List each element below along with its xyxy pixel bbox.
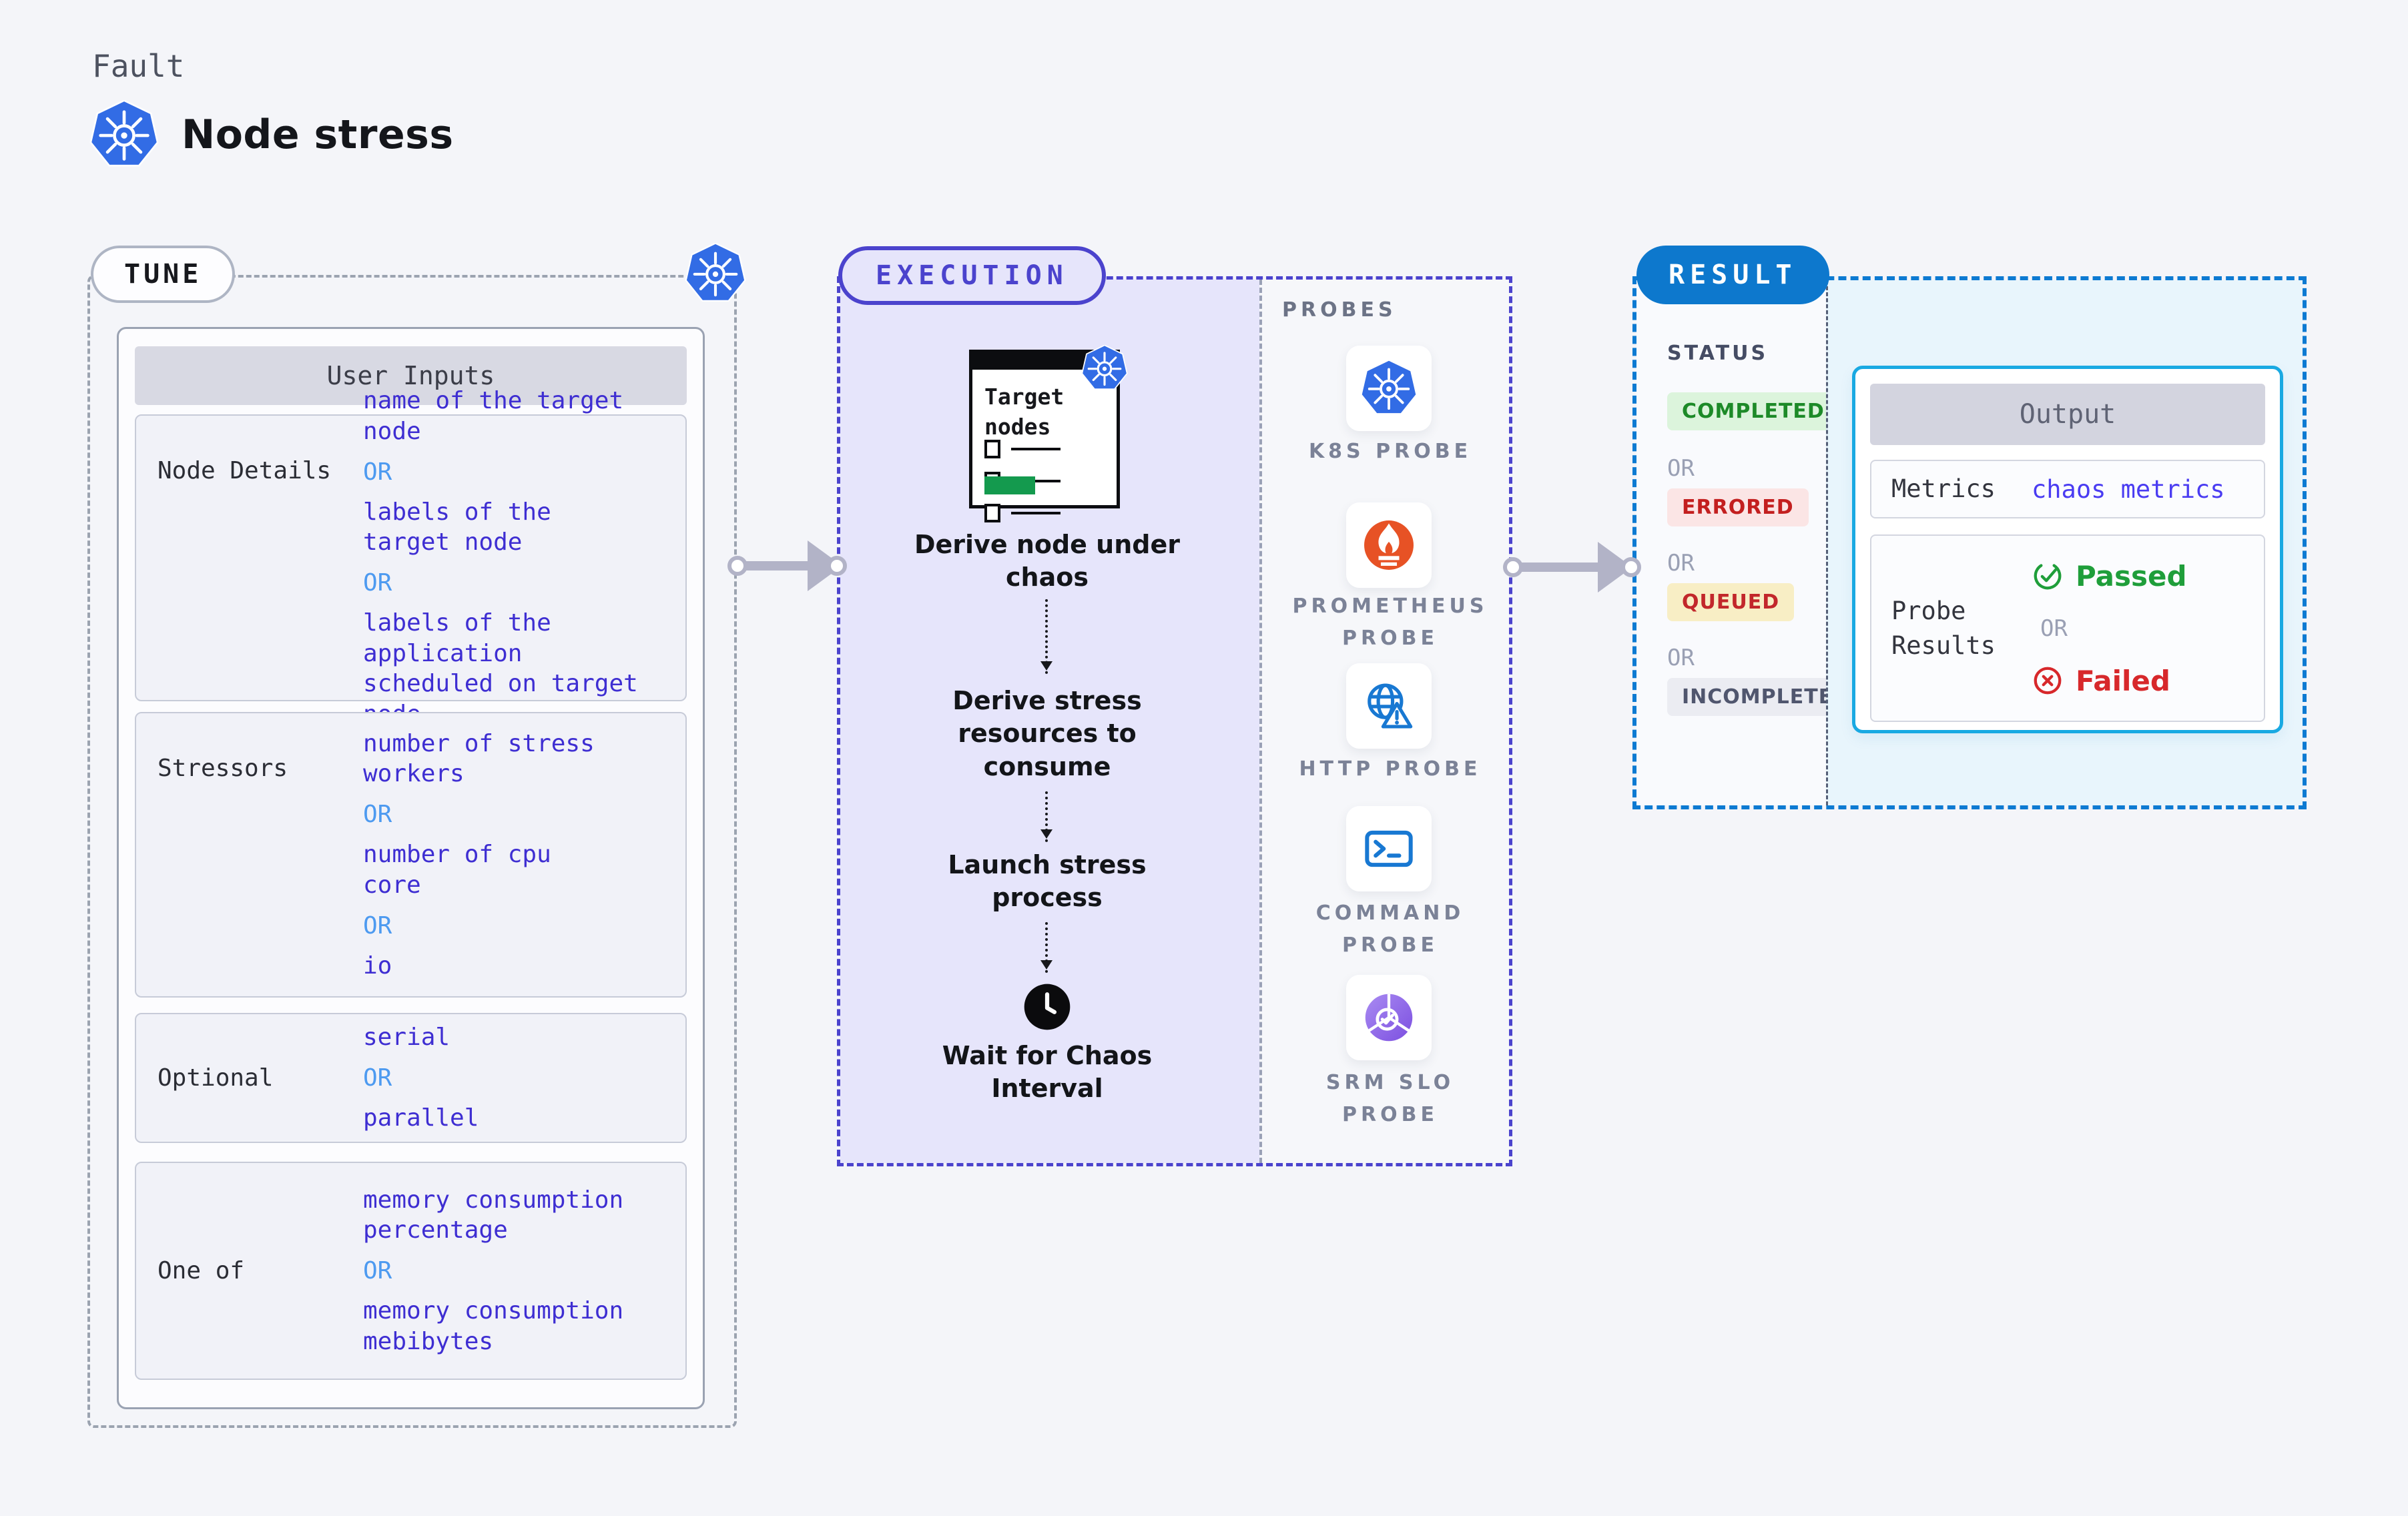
step-derive-node: Derive node under chaos (914, 530, 1181, 593)
metrics-value: chaos metrics (2032, 474, 2225, 504)
input-row-label: Node Details (158, 457, 332, 484)
flow-connector-arrow (1040, 791, 1052, 842)
output-panel: Output Metrics chaos metrics Probe Resul… (1852, 366, 2283, 733)
input-row-values: serial OR parallel (363, 1014, 685, 1142)
failed-x-icon (2034, 667, 2062, 695)
srm-slo-pie-check-icon (1365, 994, 1413, 1042)
probe-label: COMMAND PROBE (1315, 901, 1465, 957)
clipboard-title: Target nodes (984, 384, 1065, 440)
checkbox-row (984, 504, 1061, 522)
probe-results-label: Probe Results (1891, 596, 1996, 660)
input-row-label: Stressors (158, 755, 288, 782)
flow-connector-arrow (1040, 922, 1052, 973)
kubernetes-icon (1360, 360, 1418, 417)
flow-connector-arrow (1040, 599, 1052, 674)
or-separator: OR (363, 458, 392, 486)
probe-results-row: Probe Results Passed OR Failed (1870, 534, 2265, 722)
input-row-values: memory consumption percentage OR memory … (363, 1163, 685, 1379)
or-separator: OR (363, 911, 392, 939)
user-inputs-panel: User Inputs Node Details name of the tar… (117, 327, 705, 1409)
status-badge-completed: COMPLETED (1667, 392, 1839, 430)
probe-label: HTTP PROBE (1299, 757, 1482, 781)
page-title: Node stress (182, 111, 454, 158)
step-wait-for-chaos-interval: Wait for Chaos Interval (942, 1041, 1153, 1104)
metrics-row: Metrics chaos metrics (1870, 460, 2265, 518)
input-value: number of cpu core (363, 841, 551, 899)
input-row-label: Optional (158, 1064, 274, 1092)
tune-to-execution-arrow (727, 540, 847, 591)
status-title: STATUS (1667, 342, 1769, 365)
kubernetes-icon (1081, 343, 1128, 394)
status-column: STATUS COMPLETED OR ERRORED OR QUEUED OR… (1636, 280, 1865, 805)
input-row-one-of: One of memory consumption percentage OR … (135, 1162, 687, 1380)
passed-result: Passed (2032, 560, 2187, 593)
input-value: labels of the target node (363, 498, 551, 556)
fault-eyebrow-label: Fault (92, 48, 185, 84)
srm-slo-probe-card (1346, 975, 1432, 1060)
or-separator: OR (363, 1257, 392, 1284)
input-value: memory consumption percentage (363, 1186, 624, 1244)
passed-check-icon (2034, 562, 2062, 590)
probes-panel: PROBES K8S PROBE PROMETHEUS PROBE (1259, 280, 1509, 1163)
http-probe-card (1346, 663, 1432, 749)
step-derive-stress-resources: Derive stress resources to consume (952, 686, 1142, 781)
step-launch-stress-process: Launch stress process (948, 850, 1147, 913)
status-badge-errored: ERRORED (1667, 488, 1809, 526)
command-probe-card (1346, 806, 1432, 891)
prometheus-icon (1364, 520, 1414, 570)
execution-badge: EXECUTION (838, 246, 1106, 305)
prometheus-probe-card (1346, 502, 1432, 588)
or-separator: OR (1667, 455, 1695, 482)
probe-results-values: Passed OR Failed (2032, 553, 2187, 704)
http-globe-warning-icon (1368, 683, 1413, 729)
kubernetes-icon (89, 99, 159, 171)
probes-title: PROBES (1282, 298, 1397, 322)
input-value: memory consumption mebibytes (363, 1297, 624, 1355)
input-row-stressors: Stressors number of stress workers OR nu… (135, 712, 687, 998)
or-separator: OR (363, 569, 392, 597)
page-header: Node stress (89, 99, 454, 171)
metrics-label: Metrics (1891, 474, 1996, 504)
checkbox-row (984, 440, 1061, 458)
or-separator: OR (1667, 550, 1695, 577)
result-badge: RESULT (1636, 246, 1829, 304)
input-value: io (363, 952, 392, 980)
tune-badge: TUNE (91, 246, 236, 303)
input-value: parallel (363, 1104, 479, 1132)
status-badge-queued: QUEUED (1667, 583, 1795, 621)
input-row-label: One of (158, 1257, 245, 1284)
tune-section (87, 275, 737, 1428)
execution-to-result-arrow (1503, 542, 1641, 593)
input-row-optional: Optional serial OR parallel (135, 1013, 687, 1143)
progress-bar (984, 476, 1035, 494)
k8s-probe-card (1346, 346, 1432, 431)
or-separator: OR (1667, 645, 1695, 671)
input-row-node-details: Node Details name of the target node OR … (135, 387, 687, 728)
or-separator: OR (363, 801, 392, 829)
output-title: Output (1870, 384, 2265, 445)
probe-label: K8S PROBE (1308, 440, 1472, 463)
input-value: serial (363, 1024, 450, 1052)
user-inputs-title: User Inputs (135, 346, 687, 405)
target-nodes-clipboard: Target nodes (969, 350, 1120, 522)
terminal-icon (1365, 830, 1413, 867)
input-value: number of stress workers (363, 729, 595, 788)
kubernetes-icon (685, 240, 746, 307)
or-separator: OR (2040, 615, 2068, 642)
probe-label: PROMETHEUS PROBE (1292, 595, 1488, 650)
input-row-values: name of the target node OR labels of the… (363, 387, 685, 728)
probe-label: SRM SLO PROBE (1325, 1071, 1455, 1126)
or-separator: OR (363, 1064, 392, 1092)
clock-icon (1024, 984, 1071, 1030)
input-value: name of the target node (363, 387, 624, 445)
input-row-values: number of stress workers OR number of cp… (363, 713, 685, 996)
failed-result: Failed (2032, 665, 2187, 697)
